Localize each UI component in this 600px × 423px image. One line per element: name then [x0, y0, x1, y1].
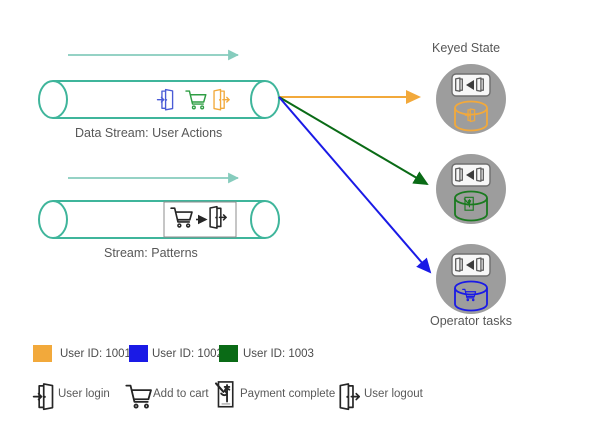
routing-arrow-user-1003: [278, 96, 429, 186]
keyed-state-1003[interactable]: [436, 154, 506, 224]
legend-label-user-1002: User ID: 1002: [152, 348, 223, 360]
legend-swatch-user-1002: [129, 345, 148, 362]
legend-label-user-1003: User ID: 1003: [243, 348, 314, 360]
legend-label-user-login: User login: [58, 388, 110, 400]
stream-event-add-to-cart-icon: [185, 90, 207, 110]
legend-label-payment-complete: Payment complete: [240, 388, 336, 400]
legend-label-user-1001: User ID: 1001: [60, 348, 131, 360]
legend-icon-payment-complete-icon: [214, 381, 234, 408]
legend-icon-user-login-icon: [32, 383, 54, 411]
stream-event-user-login-icon: [156, 88, 174, 111]
stream-label-patterns: Stream: Patterns: [104, 246, 198, 260]
keyed-state-title: Keyed State: [432, 41, 501, 55]
legend-icon-user-logout-icon: [339, 383, 360, 411]
state-cylinder-user-login-icon: [454, 100, 488, 132]
stream-event-user-logout-icon: [213, 88, 230, 111]
legend-icon-add-to-cart-icon: [125, 384, 152, 409]
pipe-patterns: [38, 200, 280, 239]
pipe-user-actions: [38, 80, 280, 119]
legend-swatch-user-1003: [219, 345, 238, 362]
state-cylinder-add-to-cart-icon: [454, 280, 488, 312]
keyed-state-1001[interactable]: [436, 64, 506, 134]
stream-label-user-actions: Data Stream: User Actions: [75, 126, 223, 140]
pattern-cart-to-logout-icon: [451, 163, 491, 187]
pattern-cart-to-logout-icon: [451, 253, 491, 277]
operator-tasks-title: Operator tasks: [430, 314, 512, 328]
legend-label-add-to-cart: Add to cart: [153, 388, 209, 400]
keyed-state-1002[interactable]: [436, 244, 506, 314]
legend-swatch-user-1001: [33, 345, 52, 362]
pattern-box-cart-to-logout: [163, 201, 237, 238]
legend-label-user-logout: User logout: [364, 388, 423, 400]
pattern-cart-to-logout-icon: [451, 73, 491, 97]
state-cylinder-payment-complete-icon: [454, 190, 488, 222]
routing-arrow-user-1002: [278, 96, 432, 274]
